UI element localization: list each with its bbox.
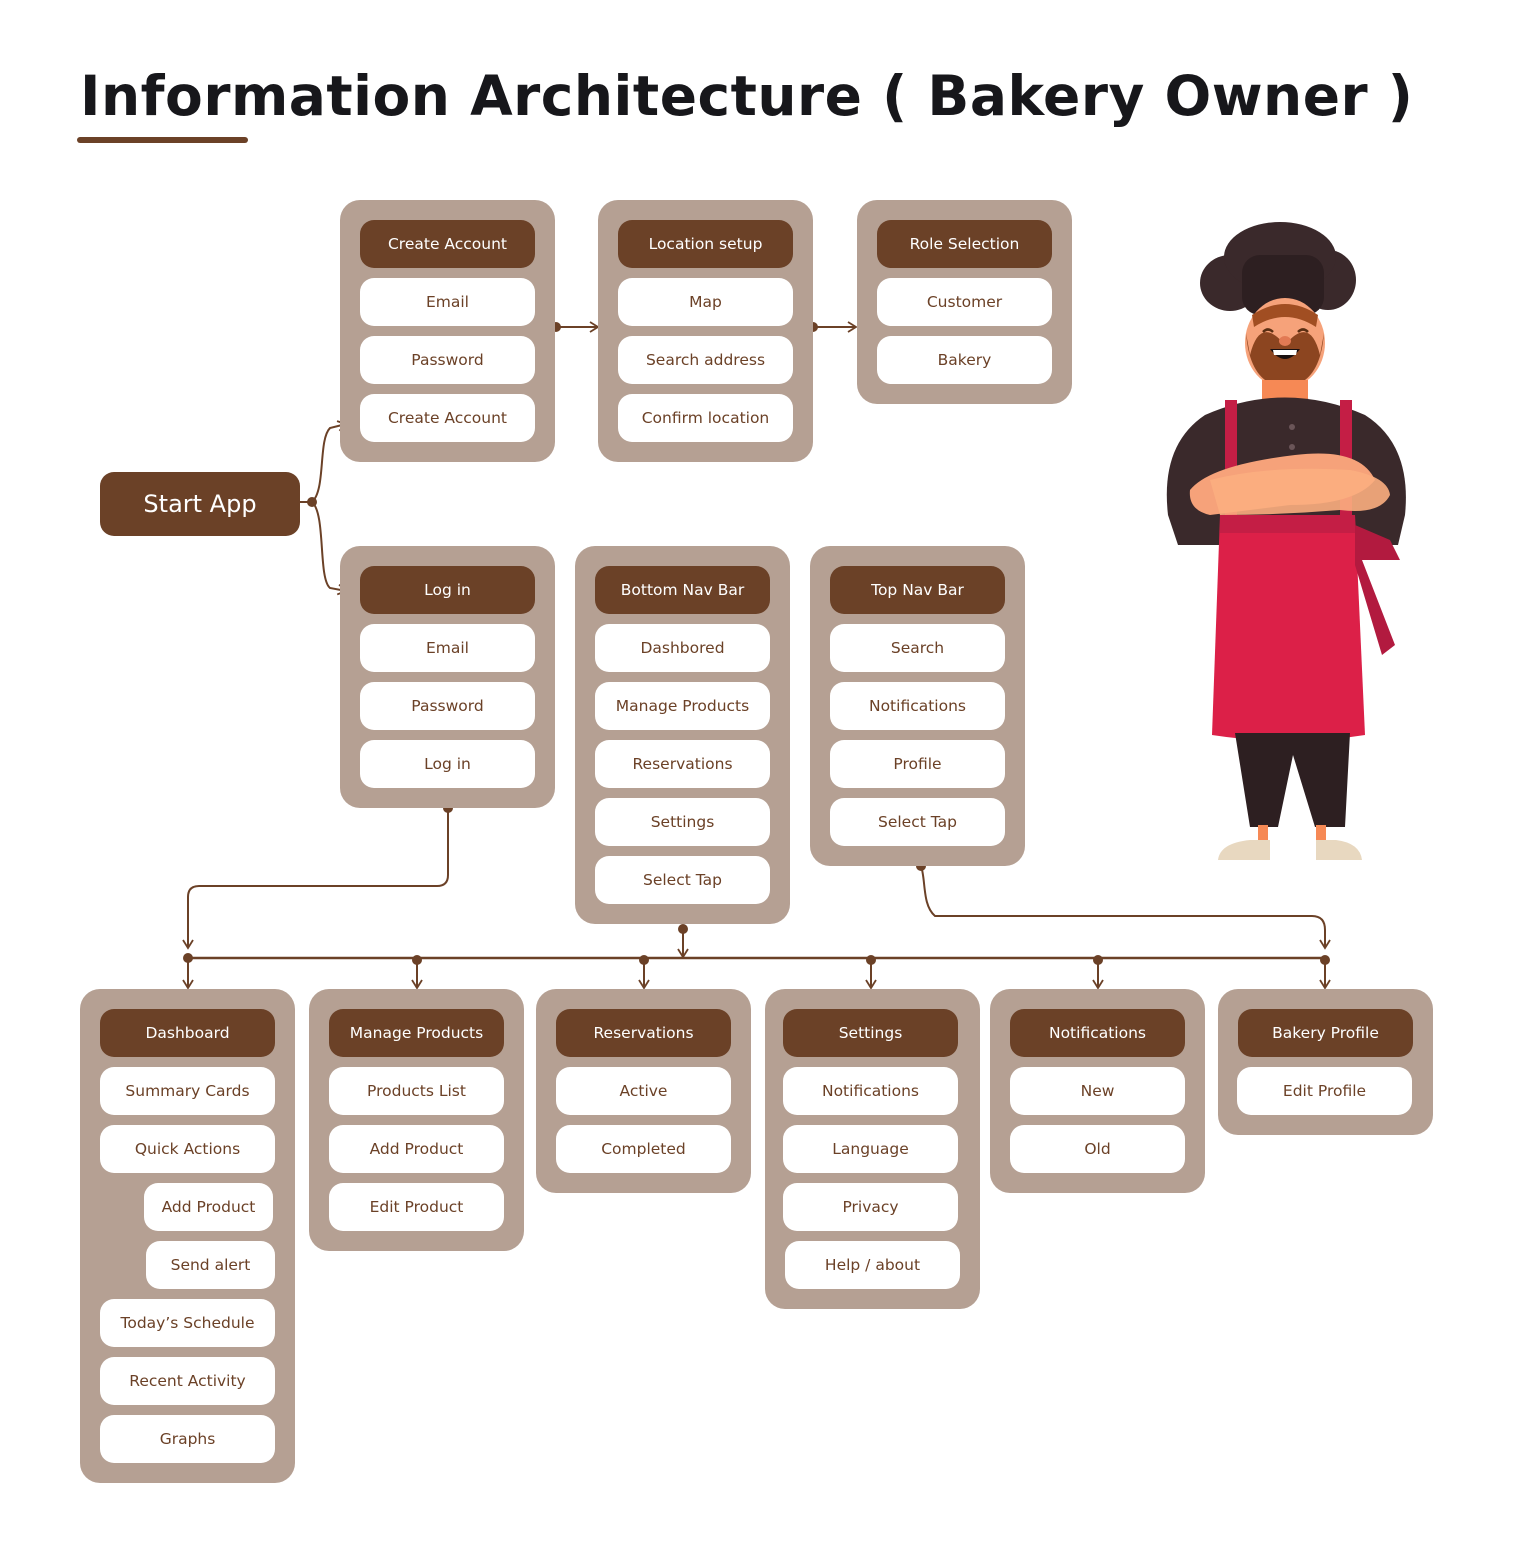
manage-products-edit[interactable]: Edit Product [329,1183,504,1231]
group-role-selection: Role Selection Customer Bakery [857,200,1072,404]
dashboard-quick-actions[interactable]: Quick Actions [100,1125,275,1173]
location-search-address[interactable]: Search address [618,336,793,384]
page-title: Information Architecture ( Bakery Owner … [80,64,1414,128]
group-manage-products: Manage Products Products List Add Produc… [309,989,524,1251]
manage-products-header[interactable]: Manage Products [329,1009,504,1057]
top-nav-header[interactable]: Top Nav Bar [830,566,1005,614]
settings-notifications[interactable]: Notifications [783,1067,958,1115]
create-account-email[interactable]: Email [360,278,535,326]
quick-action-add-product[interactable]: Add Product [144,1183,273,1231]
log-in-submit[interactable]: Log in [360,740,535,788]
top-nav-search[interactable]: Search [830,624,1005,672]
location-map[interactable]: Map [618,278,793,326]
settings-help-about[interactable]: Help / about [785,1241,960,1289]
group-reservations: Reservations Active Completed [536,989,751,1193]
reservations-active[interactable]: Active [556,1067,731,1115]
group-bakery-profile: Bakery Profile Edit Profile [1218,989,1433,1135]
bottom-nav-header[interactable]: Bottom Nav Bar [595,566,770,614]
top-nav-select-tap[interactable]: Select Tap [830,798,1005,846]
bottom-nav-settings[interactable]: Settings [595,798,770,846]
group-dashboard: Dashboard Summary Cards Quick Actions Ad… [80,989,295,1483]
role-bakery[interactable]: Bakery [877,336,1052,384]
start-app-node[interactable]: Start App [100,472,300,536]
log-in-password[interactable]: Password [360,682,535,730]
dashboard-summary-cards[interactable]: Summary Cards [100,1067,275,1115]
dashboard-recent-activity[interactable]: Recent Activity [100,1357,275,1405]
quick-action-send-alert[interactable]: Send alert [146,1241,275,1289]
bottom-nav-select-tap[interactable]: Select Tap [595,856,770,904]
group-location-setup: Location setup Map Search address Confir… [598,200,813,462]
create-account-password[interactable]: Password [360,336,535,384]
reservations-header[interactable]: Reservations [556,1009,731,1057]
settings-privacy[interactable]: Privacy [783,1183,958,1231]
notifications-old[interactable]: Old [1010,1125,1185,1173]
location-setup-header[interactable]: Location setup [618,220,793,268]
group-bottom-nav-bar: Bottom Nav Bar Dashbored Manage Products… [575,546,790,924]
settings-language[interactable]: Language [783,1125,958,1173]
dashboard-todays-schedule[interactable]: Today’s Schedule [100,1299,275,1347]
manage-products-add[interactable]: Add Product [329,1125,504,1173]
group-log-in: Log in Email Password Log in [340,546,555,808]
group-settings: Settings Notifications Language Privacy … [765,989,980,1309]
top-nav-profile[interactable]: Profile [830,740,1005,788]
role-selection-header[interactable]: Role Selection [877,220,1052,268]
create-account-header[interactable]: Create Account [360,220,535,268]
group-top-nav-bar: Top Nav Bar Search Notifications Profile… [810,546,1025,866]
group-create-account: Create Account Email Password Create Acc… [340,200,555,462]
top-nav-notifications[interactable]: Notifications [830,682,1005,730]
bottom-nav-reservations[interactable]: Reservations [595,740,770,788]
location-confirm[interactable]: Confirm location [618,394,793,442]
settings-header[interactable]: Settings [783,1009,958,1057]
dashboard-header[interactable]: Dashboard [100,1009,275,1057]
group-notifications: Notifications New Old [990,989,1205,1193]
bottom-nav-dashboard[interactable]: Dashbored [595,624,770,672]
reservations-completed[interactable]: Completed [556,1125,731,1173]
role-customer[interactable]: Customer [877,278,1052,326]
title-underline [77,137,248,143]
bakery-profile-edit[interactable]: Edit Profile [1237,1067,1412,1115]
bottom-nav-manage-products[interactable]: Manage Products [595,682,770,730]
manage-products-list[interactable]: Products List [329,1067,504,1115]
bakery-profile-header[interactable]: Bakery Profile [1238,1009,1413,1057]
notifications-new[interactable]: New [1010,1067,1185,1115]
notifications-header[interactable]: Notifications [1010,1009,1185,1057]
chef-illustration-icon [1166,222,1406,860]
create-account-submit[interactable]: Create Account [360,394,535,442]
log-in-header[interactable]: Log in [360,566,535,614]
log-in-email[interactable]: Email [360,624,535,672]
dashboard-graphs[interactable]: Graphs [100,1415,275,1463]
